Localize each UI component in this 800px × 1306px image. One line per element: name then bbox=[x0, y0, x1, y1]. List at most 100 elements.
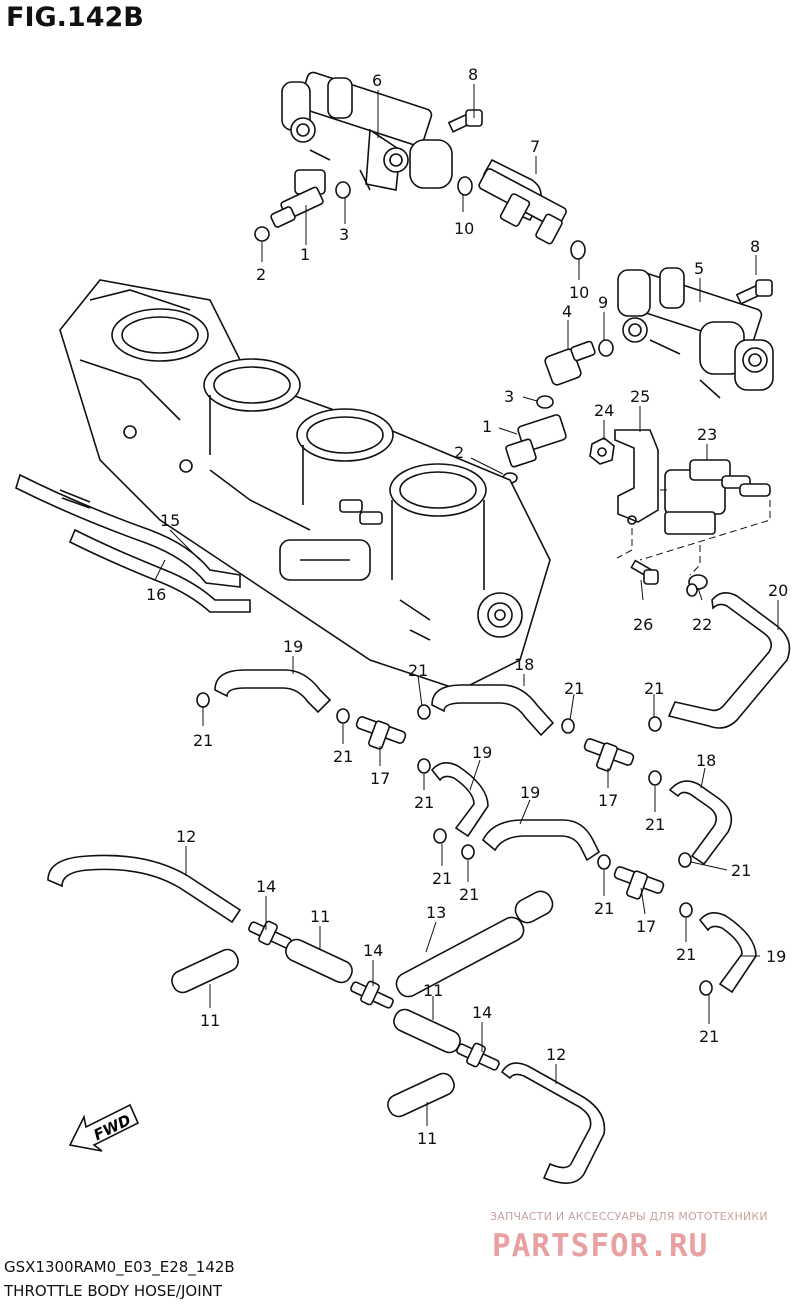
callout-21: 21 bbox=[594, 899, 614, 918]
callout-1: 1 bbox=[482, 417, 492, 436]
hose-11b bbox=[171, 948, 239, 994]
joint-14b bbox=[350, 980, 394, 1009]
callout-21: 21 bbox=[333, 747, 353, 766]
hose-11c bbox=[393, 1008, 461, 1054]
callout-22: 22 bbox=[692, 615, 712, 634]
dash-line-bracket bbox=[616, 489, 771, 576]
hose-18-top bbox=[431, 684, 555, 737]
fwd-arrow-icon: FWD bbox=[68, 1103, 140, 1152]
hose-19-mid bbox=[430, 762, 489, 838]
callout-16: 16 bbox=[146, 585, 166, 604]
hose-12-right bbox=[500, 1062, 606, 1184]
callout-21: 21 bbox=[459, 885, 479, 904]
hose-15 bbox=[15, 473, 241, 588]
callout-3: 3 bbox=[504, 387, 514, 406]
hose-18-right bbox=[668, 780, 733, 866]
callout-5: 5 bbox=[694, 259, 704, 278]
callout-21: 21 bbox=[193, 731, 213, 750]
callout-17: 17 bbox=[636, 917, 656, 936]
solenoid-valve-23 bbox=[664, 459, 771, 535]
callout-2: 2 bbox=[256, 265, 266, 284]
callout-11: 11 bbox=[310, 907, 330, 926]
o-ring-2a bbox=[254, 226, 270, 242]
joint-17b bbox=[583, 738, 635, 772]
callout-21: 21 bbox=[644, 679, 664, 698]
callout-21: 21 bbox=[564, 679, 584, 698]
callout-14: 14 bbox=[363, 941, 383, 960]
callout-17: 17 bbox=[598, 791, 618, 810]
callout-8: 8 bbox=[750, 237, 760, 256]
o-ring-3a bbox=[335, 181, 351, 199]
hose-11d bbox=[387, 1072, 455, 1118]
hose-20 bbox=[667, 592, 791, 729]
callout-15: 15 bbox=[160, 511, 180, 530]
watermark-text: ЗАПЧАСТИ И АКСЕССУАРЫ ДЛЯ МОТОТЕХНИКИ bbox=[490, 1210, 768, 1223]
callout-11: 11 bbox=[417, 1129, 437, 1148]
callout-13: 13 bbox=[426, 903, 446, 922]
callout-19: 19 bbox=[520, 783, 540, 802]
callout-11: 11 bbox=[200, 1011, 220, 1030]
hose-11a bbox=[285, 938, 353, 984]
bracket-25 bbox=[614, 429, 659, 525]
callout-24: 24 bbox=[594, 401, 614, 420]
hose-19-bottom bbox=[698, 912, 757, 994]
callout-10: 10 bbox=[569, 283, 589, 302]
callout-18: 18 bbox=[514, 655, 534, 674]
injector-upper bbox=[270, 169, 326, 228]
joint-14c bbox=[456, 1042, 500, 1071]
fuel-joint-upper bbox=[478, 168, 567, 245]
callout-25: 25 bbox=[630, 387, 650, 406]
model-code: GSX1300RAM0_E03_E28_142B bbox=[4, 1258, 235, 1276]
callout-23: 23 bbox=[697, 425, 717, 444]
watermark-logo: PARTSFOR.RU bbox=[492, 1228, 709, 1264]
callout-21: 21 bbox=[676, 945, 696, 964]
callout-14: 14 bbox=[256, 877, 276, 896]
joint-17c bbox=[613, 866, 665, 900]
callout-21: 21 bbox=[645, 815, 665, 834]
throttle-body-assembly bbox=[59, 279, 551, 691]
clamp-21-set bbox=[196, 692, 713, 996]
callout-7: 7 bbox=[530, 137, 540, 156]
callout-19: 19 bbox=[283, 637, 303, 656]
callout-21: 21 bbox=[408, 661, 428, 680]
o-ring-10a bbox=[457, 176, 473, 196]
callout-21: 21 bbox=[699, 1027, 719, 1046]
callout-19: 19 bbox=[472, 743, 492, 762]
nut-24 bbox=[589, 437, 615, 465]
figure-title: FIG.142B bbox=[6, 2, 144, 33]
callout-14: 14 bbox=[472, 1003, 492, 1022]
hose-13-end bbox=[514, 890, 554, 924]
leader-lines bbox=[154, 84, 779, 1126]
bolt-upper bbox=[447, 109, 483, 133]
callout-11: 11 bbox=[423, 981, 443, 1000]
callout-6: 6 bbox=[372, 71, 382, 90]
clamp-22 bbox=[686, 574, 708, 597]
o-ring-10b bbox=[570, 240, 586, 260]
callout-21: 21 bbox=[414, 793, 434, 812]
callout-26: 26 bbox=[633, 615, 653, 634]
joint-17a bbox=[355, 716, 407, 750]
injector-cap bbox=[544, 340, 596, 386]
callout-8: 8 bbox=[468, 65, 478, 84]
o-ring-3b bbox=[536, 395, 554, 409]
callout-12: 12 bbox=[546, 1045, 566, 1064]
figure-description: THROTTLE BODY HOSE/JOINT bbox=[4, 1282, 223, 1300]
callout-2: 2 bbox=[454, 443, 464, 462]
callout-12: 12 bbox=[176, 827, 196, 846]
screw-26 bbox=[630, 559, 659, 585]
callout-1: 1 bbox=[300, 245, 310, 264]
callout-numbers: 6 8 7 1 3 10 2 10 8 5 9 4 3 1 2 24 25 23… bbox=[146, 65, 788, 1148]
callout-9: 9 bbox=[598, 293, 608, 312]
callout-21: 21 bbox=[731, 861, 751, 880]
joint-14a bbox=[248, 920, 292, 949]
bolt-right bbox=[735, 279, 773, 305]
callout-21: 21 bbox=[432, 869, 452, 888]
fuel-delivery-pipe-right bbox=[617, 267, 774, 399]
callout-20: 20 bbox=[768, 581, 788, 600]
callout-4: 4 bbox=[562, 302, 572, 321]
hose-13-main bbox=[395, 916, 525, 998]
hose-19-top bbox=[214, 669, 332, 714]
callout-17: 17 bbox=[370, 769, 390, 788]
fuel-delivery-pipe-upper bbox=[281, 71, 453, 191]
